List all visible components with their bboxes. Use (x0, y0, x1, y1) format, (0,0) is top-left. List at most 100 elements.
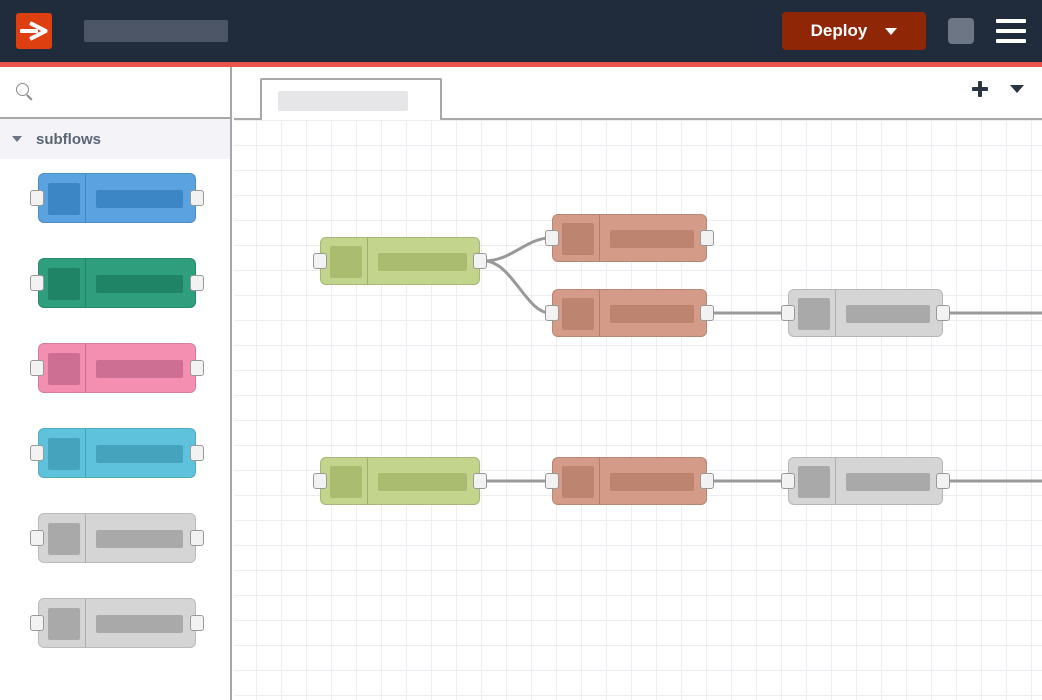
palette-node-3[interactable] (30, 343, 204, 393)
wire-green-to-salmon-top2[interactable] (483, 259, 551, 315)
node-output-port[interactable] (473, 253, 487, 269)
node-label-placeholder (96, 615, 183, 633)
node-output-port[interactable] (190, 360, 204, 376)
flow-tab-label (278, 91, 408, 111)
palette-category-label: subflows (36, 130, 102, 148)
hamburger-menu-icon[interactable] (996, 19, 1026, 43)
node-body[interactable] (38, 173, 196, 223)
node-input-port[interactable] (545, 230, 559, 246)
node-input-port[interactable] (781, 473, 795, 489)
node-divider (599, 458, 600, 504)
node-body[interactable] (38, 343, 196, 393)
wire-layer (483, 236, 1042, 483)
app-header: Deploy (0, 0, 1042, 62)
node-output-port[interactable] (700, 473, 714, 489)
canvas-node-grey-bot[interactable] (781, 457, 950, 505)
user-avatar-icon[interactable] (948, 18, 974, 44)
node-type-icon (48, 183, 80, 215)
node-type-icon (48, 608, 80, 640)
palette-sidebar: subflows (0, 67, 232, 700)
node-type-icon (562, 223, 594, 255)
node-divider (835, 458, 836, 504)
chevron-down-icon[interactable] (12, 136, 22, 142)
node-divider (599, 290, 600, 336)
node-divider (85, 429, 86, 477)
deploy-button-label: Deploy (810, 21, 868, 40)
node-output-port[interactable] (190, 445, 204, 461)
canvas-node-grey-top[interactable] (781, 289, 950, 337)
chevron-down-icon[interactable] (885, 27, 898, 35)
node-body[interactable] (38, 428, 196, 478)
node-output-port[interactable] (700, 305, 714, 321)
node-type-icon (562, 466, 594, 498)
node-input-port[interactable] (545, 473, 559, 489)
canvas-node-salmon-top2[interactable] (545, 289, 714, 337)
node-label-placeholder (96, 530, 183, 548)
node-type-icon (48, 268, 80, 300)
node-divider (85, 344, 86, 392)
node-output-port[interactable] (190, 615, 204, 631)
header-accent-bar (0, 62, 1042, 67)
palette-category-subflows[interactable]: subflows (0, 119, 230, 159)
node-label-placeholder (846, 473, 930, 491)
node-output-port[interactable] (190, 275, 204, 291)
palette-node-list (0, 159, 230, 648)
canvas-node-green-top[interactable] (313, 237, 487, 285)
node-label-placeholder (610, 230, 694, 248)
node-body[interactable] (38, 598, 196, 648)
node-divider (85, 514, 86, 562)
node-input-port[interactable] (545, 305, 559, 321)
node-label-placeholder (610, 305, 694, 323)
node-input-port[interactable] (30, 530, 44, 546)
node-type-icon (48, 438, 80, 470)
palette-node-1[interactable] (30, 173, 204, 223)
node-divider (85, 599, 86, 647)
chevron-down-icon[interactable] (1010, 85, 1024, 93)
flow-canvas[interactable] (234, 120, 1042, 700)
palette-node-2[interactable] (30, 258, 204, 308)
plus-icon[interactable] (972, 81, 988, 97)
deploy-button[interactable]: Deploy (782, 12, 926, 50)
node-body[interactable] (38, 513, 196, 563)
node-body[interactable] (38, 258, 196, 308)
node-divider (835, 290, 836, 336)
node-label-placeholder (610, 473, 694, 491)
palette-node-5[interactable] (30, 513, 204, 563)
flow-tab-1[interactable] (260, 78, 442, 122)
canvas-node-salmon-bot[interactable] (545, 457, 714, 505)
node-output-port[interactable] (936, 305, 950, 321)
node-label-placeholder (96, 445, 183, 463)
palette-search-row[interactable] (0, 67, 230, 119)
node-output-port[interactable] (700, 230, 714, 246)
wire-green-to-salmon-top1[interactable] (483, 236, 551, 263)
node-label-placeholder (96, 275, 183, 293)
node-input-port[interactable] (781, 305, 795, 321)
canvas-node-salmon-top1[interactable] (545, 214, 714, 262)
node-type-icon (562, 298, 594, 330)
node-type-icon (798, 298, 830, 330)
node-output-port[interactable] (936, 473, 950, 489)
node-divider (367, 238, 368, 284)
node-input-port[interactable] (313, 253, 327, 269)
palette-node-6[interactable] (30, 598, 204, 648)
node-input-port[interactable] (30, 360, 44, 376)
node-input-port[interactable] (30, 445, 44, 461)
canvas-node-green-bot[interactable] (313, 457, 487, 505)
node-output-port[interactable] (473, 473, 487, 489)
node-input-port[interactable] (30, 190, 44, 206)
node-output-port[interactable] (190, 190, 204, 206)
node-input-port[interactable] (30, 275, 44, 291)
palette-node-4[interactable] (30, 428, 204, 478)
node-input-port[interactable] (30, 615, 44, 631)
node-label-placeholder (96, 190, 183, 208)
node-type-icon (48, 523, 80, 555)
node-type-icon (798, 466, 830, 498)
node-input-port[interactable] (313, 473, 327, 489)
search-icon[interactable] (16, 83, 34, 101)
node-output-port[interactable] (190, 530, 204, 546)
node-red-logo-icon[interactable] (16, 13, 52, 49)
node-divider (85, 259, 86, 307)
header-actions: Deploy (782, 12, 1042, 50)
node-divider (599, 215, 600, 261)
